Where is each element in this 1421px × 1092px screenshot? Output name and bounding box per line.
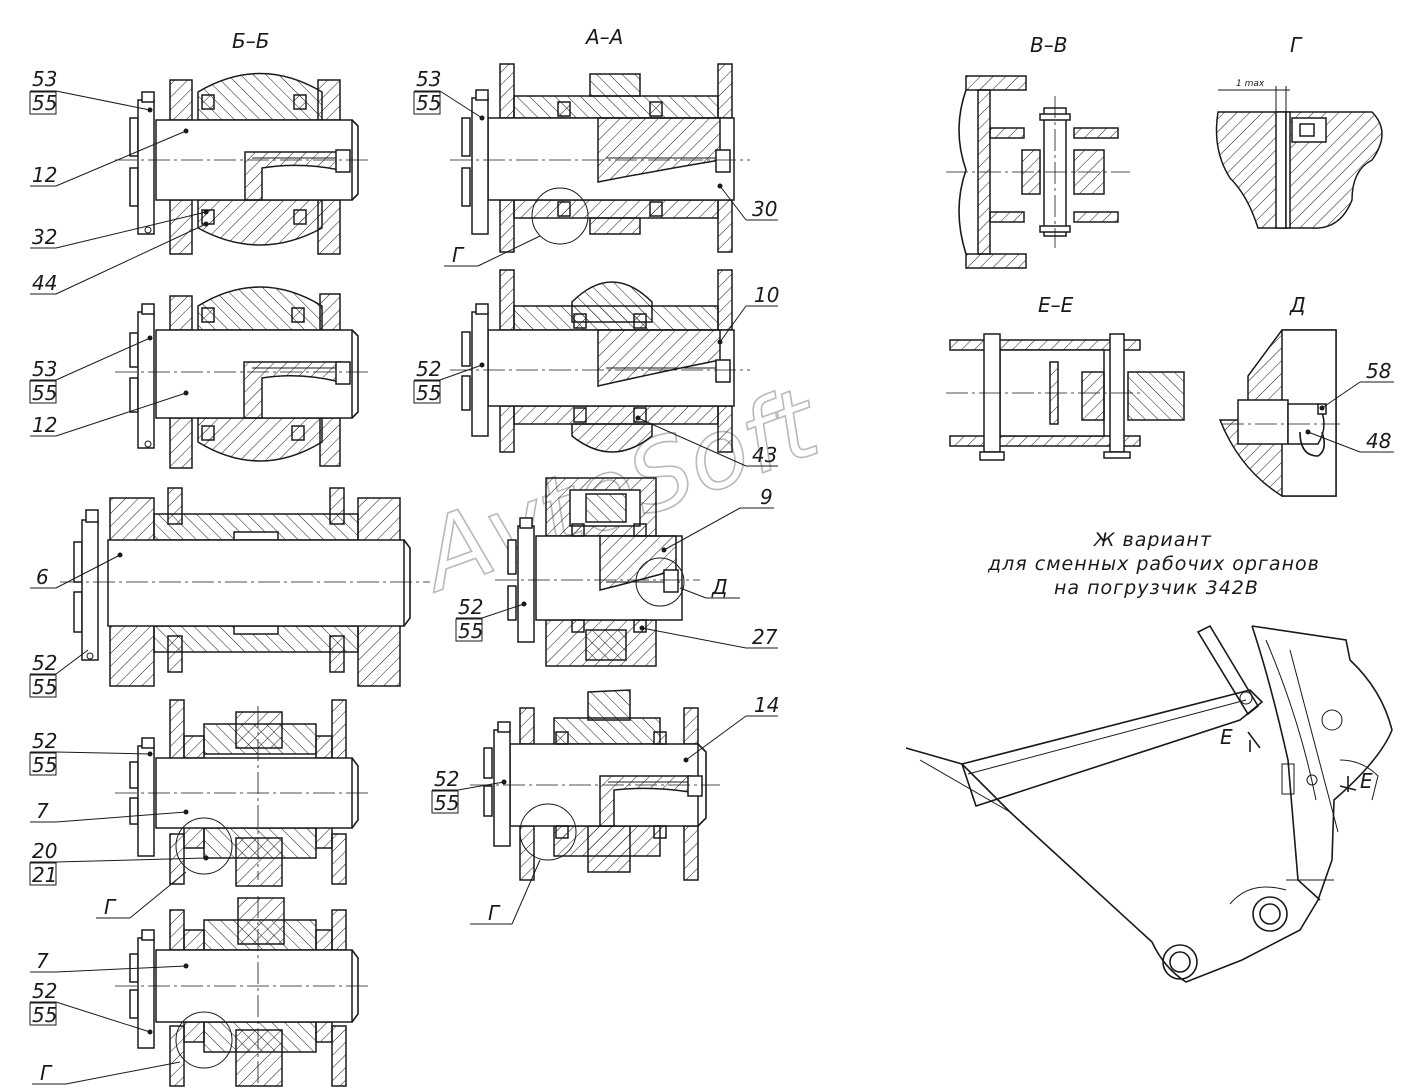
label-e-mark-1: Е bbox=[1220, 725, 1233, 749]
label-55c: 55 bbox=[32, 675, 57, 699]
label-12a: 12 bbox=[32, 163, 57, 187]
label-g-b: Г bbox=[40, 1061, 53, 1085]
label-48: 48 bbox=[1366, 429, 1391, 453]
section-title-d: Д bbox=[1289, 293, 1306, 317]
note-line-2: для сменных рабочих органов bbox=[987, 553, 1320, 575]
label-12b: 12 bbox=[32, 413, 57, 437]
label-52e: 52 bbox=[32, 979, 57, 1003]
label-one-max: 1 max bbox=[1236, 79, 1265, 89]
note-line-1: Ж вариант bbox=[1093, 529, 1212, 551]
label-55f: 55 bbox=[416, 91, 441, 115]
label-7b: 7 bbox=[36, 949, 49, 973]
label-g-c: Г bbox=[452, 243, 465, 267]
assembly-14 bbox=[470, 689, 720, 881]
view-d bbox=[1218, 329, 1340, 497]
label-g-a: Г bbox=[104, 895, 117, 919]
section-title-bb: Б–Б bbox=[232, 29, 269, 53]
section-title-g: Г bbox=[1290, 33, 1303, 57]
label-6: 6 bbox=[36, 565, 49, 589]
label-52h: 52 bbox=[458, 595, 483, 619]
section-title-aa: А–А bbox=[584, 25, 623, 49]
label-9: 9 bbox=[760, 485, 773, 509]
label-55b: 55 bbox=[32, 381, 57, 405]
label-52g: 52 bbox=[416, 357, 441, 381]
label-52c: 52 bbox=[32, 651, 57, 675]
label-55h: 55 bbox=[458, 619, 483, 643]
label-52i: 52 bbox=[434, 767, 459, 791]
label-21: 21 bbox=[32, 863, 57, 887]
assembly-bb-1 bbox=[115, 72, 372, 255]
label-55e: 55 bbox=[32, 1003, 57, 1027]
note-line-3: на погрузчик 342В bbox=[1054, 577, 1259, 599]
label-e-mark-2: Е bbox=[1360, 769, 1373, 793]
label-14: 14 bbox=[754, 693, 779, 717]
label-27: 27 bbox=[752, 625, 778, 649]
assembly-7-upper bbox=[115, 699, 372, 887]
label-52d: 52 bbox=[32, 729, 57, 753]
label-53a: 53 bbox=[32, 67, 57, 91]
view-vv bbox=[946, 75, 1130, 269]
label-55g: 55 bbox=[416, 381, 441, 405]
label-53b: 53 bbox=[32, 357, 57, 381]
label-20: 20 bbox=[32, 839, 57, 863]
label-55i: 55 bbox=[434, 791, 459, 815]
label-10: 10 bbox=[754, 283, 779, 307]
bucket-view bbox=[905, 624, 1393, 983]
label-32: 32 bbox=[32, 225, 57, 249]
label-44: 44 bbox=[32, 271, 57, 295]
assembly-10 bbox=[450, 269, 750, 453]
assembly-9 bbox=[495, 477, 700, 667]
label-g-d: Г bbox=[488, 901, 501, 925]
label-58: 58 bbox=[1366, 359, 1391, 383]
label-d: Д bbox=[711, 575, 728, 599]
label-55a: 55 bbox=[32, 91, 57, 115]
assembly-6 bbox=[60, 487, 430, 687]
label-30: 30 bbox=[752, 197, 777, 221]
assembly-7-lower bbox=[115, 896, 372, 1087]
section-title-vv: В–В bbox=[1030, 33, 1067, 57]
view-ee bbox=[946, 333, 1185, 461]
assembly-bb-2 bbox=[115, 286, 372, 469]
label-53f: 53 bbox=[416, 67, 441, 91]
section-title-ee: Е–Е bbox=[1038, 293, 1074, 317]
label-43: 43 bbox=[752, 443, 777, 467]
label-55d: 55 bbox=[32, 753, 57, 777]
label-7a: 7 bbox=[36, 799, 49, 823]
view-g bbox=[1215, 86, 1383, 229]
assembly-aa-1 bbox=[450, 63, 750, 253]
